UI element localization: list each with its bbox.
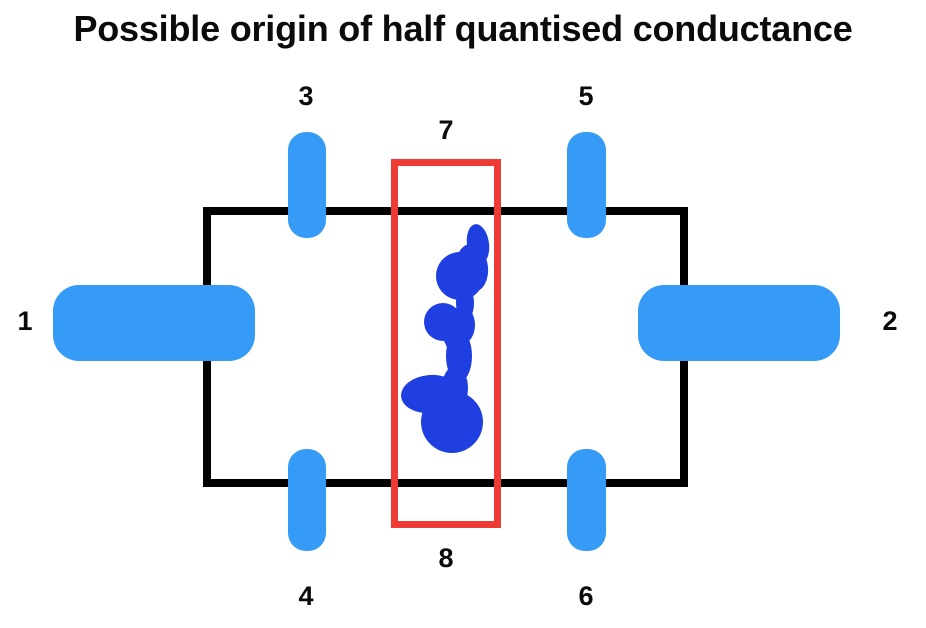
contact-pad-1[interactable]: [53, 285, 255, 361]
terminal-label-8: 8: [438, 543, 454, 573]
terminal-label-4: 4: [298, 581, 314, 611]
terminal-label-1: 1: [17, 306, 33, 336]
contact-pad-6[interactable]: [567, 449, 606, 551]
terminal-label-6: 6: [578, 581, 594, 611]
terminal-label-5: 5: [578, 81, 594, 111]
contact-pad-3[interactable]: [288, 132, 326, 238]
contact-pad-4[interactable]: [288, 449, 326, 551]
contact-pad-2[interactable]: [638, 285, 840, 361]
page-title: Possible origin of half quantised conduc…: [73, 8, 853, 49]
domain-wall-highlight-box[interactable]: [391, 159, 501, 528]
terminal-label-3: 3: [298, 81, 314, 111]
contact-pad-5[interactable]: [567, 132, 606, 238]
terminal-label-2: 2: [882, 306, 898, 336]
terminal-label-7: 7: [438, 115, 454, 145]
